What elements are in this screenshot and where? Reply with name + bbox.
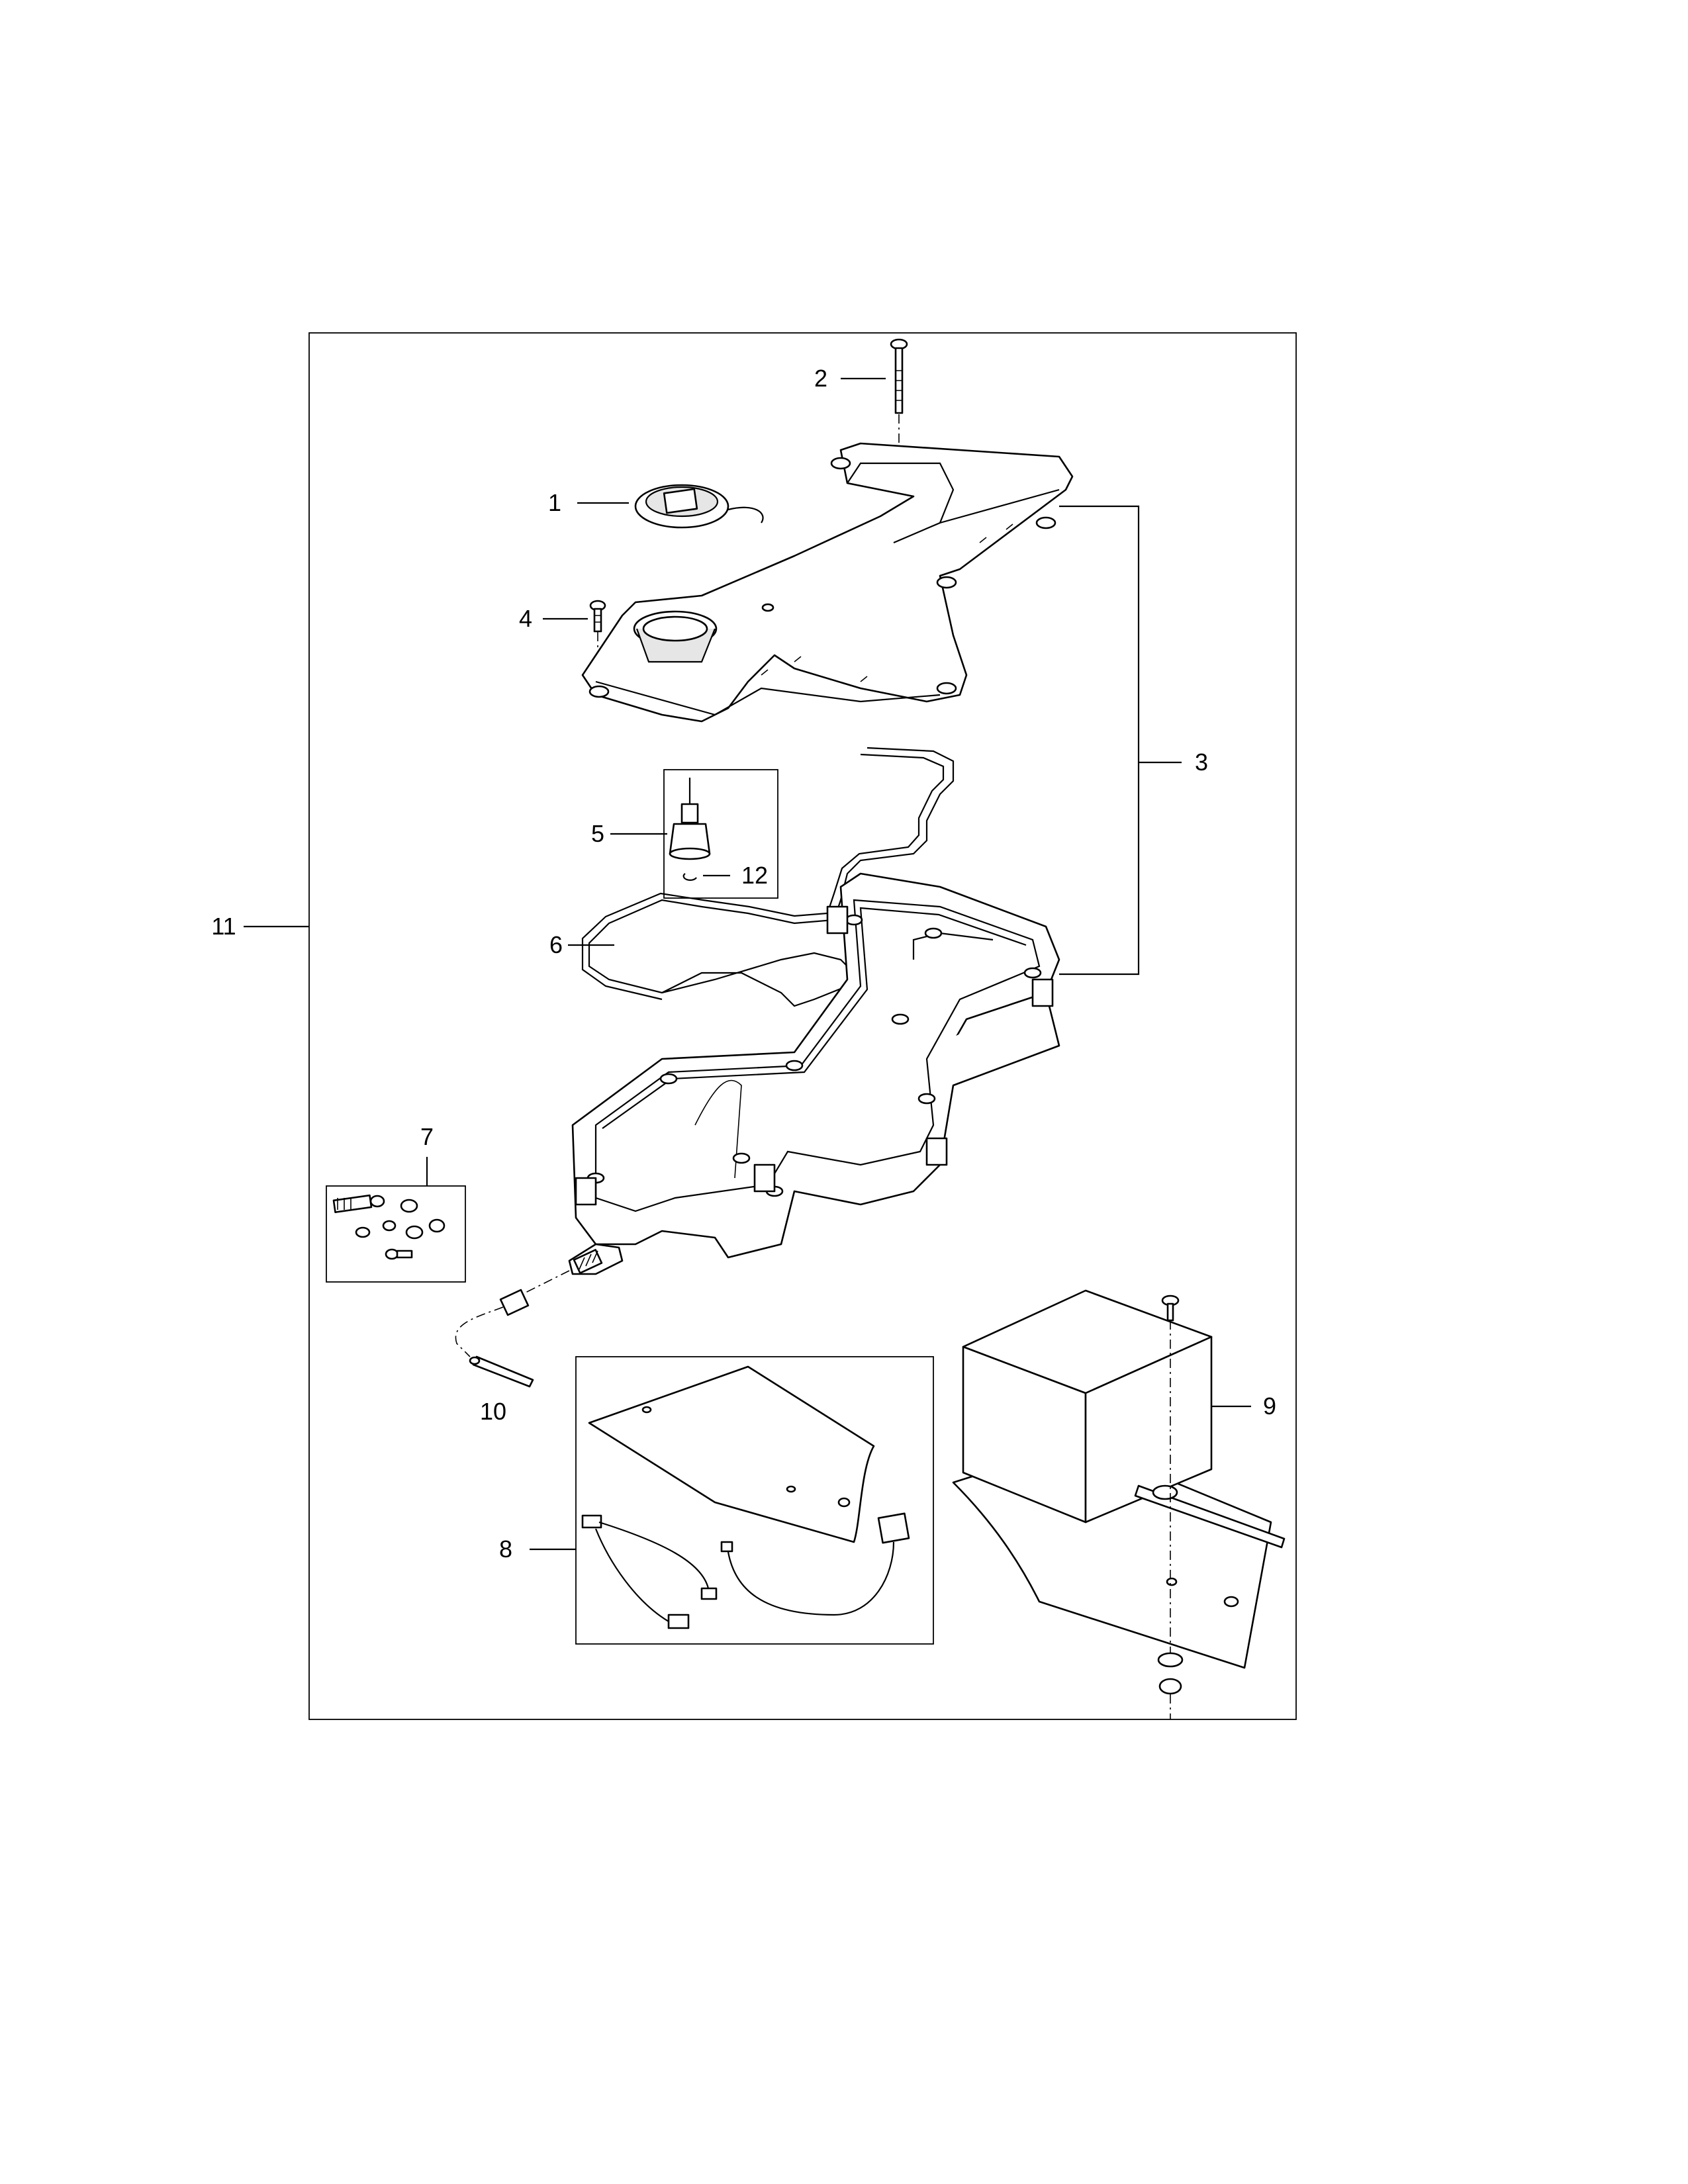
assembly-frame xyxy=(308,332,1297,1720)
hose-connector xyxy=(455,1289,530,1357)
control-box-part-9 xyxy=(952,1289,1286,1719)
screw-part-2 xyxy=(890,338,908,477)
cover-lid xyxy=(581,442,1074,723)
fittings-kit-box xyxy=(326,1185,466,1283)
cap-part-1 xyxy=(634,484,764,529)
leader-lines xyxy=(244,377,1251,1551)
tube-part-10 xyxy=(469,1355,534,1388)
drain-fitting xyxy=(522,1243,624,1295)
callout-10: 10 xyxy=(480,1398,506,1425)
base-tank xyxy=(571,872,1060,1259)
callout-8: 8 xyxy=(499,1535,512,1563)
wiring-kit-box xyxy=(575,1356,934,1645)
callout-4: 4 xyxy=(519,605,532,632)
callout-2: 2 xyxy=(814,365,827,392)
callout-3: 3 xyxy=(1195,749,1208,776)
callout-9: 9 xyxy=(1263,1392,1276,1420)
callout-12: 12 xyxy=(741,862,768,889)
callout-5: 5 xyxy=(591,820,604,847)
gasket-part-6 xyxy=(581,747,955,1007)
callout-11: 11 xyxy=(211,913,236,940)
callout-1: 1 xyxy=(548,489,561,516)
callout-6: 6 xyxy=(549,931,563,958)
callout-7: 7 xyxy=(420,1123,434,1150)
